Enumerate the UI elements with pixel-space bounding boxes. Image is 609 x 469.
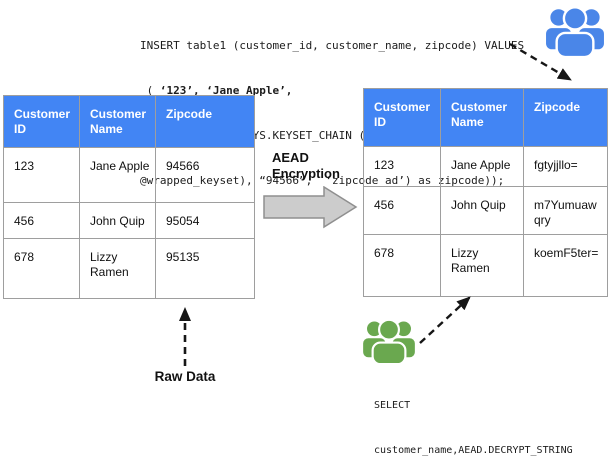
- code-text: INSERT table1 (customer_id, customer_nam…: [140, 39, 525, 52]
- raw-data-table: Customer ID Customer Name Zipcode 123 Ja…: [3, 95, 255, 299]
- code-text: (: [140, 84, 160, 97]
- table-cell: 95135: [155, 238, 255, 299]
- table-cell: John Quip: [79, 202, 156, 239]
- table-cell: fgtyjjllo=: [523, 146, 608, 187]
- table-cell: 678: [3, 238, 80, 299]
- code-line: INSERT table1 (customer_id, customer_nam…: [140, 38, 524, 53]
- table-cell: Lizzy Ramen: [440, 234, 524, 297]
- table-cell: Lizzy Ramen: [79, 238, 156, 299]
- table-cell: 456: [363, 186, 441, 235]
- column-header: Zipcode: [155, 95, 255, 148]
- table-cell: 123: [363, 146, 441, 187]
- code-line: SELECT: [374, 398, 573, 413]
- aead-encryption-label: AEAD Encryption: [272, 150, 340, 181]
- column-header: Customer Name: [440, 88, 524, 147]
- table-cell: Jane Apple: [79, 147, 156, 203]
- table-cell: Jane Apple: [440, 146, 524, 187]
- code-line: customer_name,AEAD.DECRYPT_STRING: [374, 443, 573, 458]
- users-group-blue-icon: [546, 6, 604, 58]
- table-cell: m7Yumuawqry: [523, 186, 608, 235]
- table-cell: 95054: [155, 202, 255, 239]
- table-header-row: Customer ID Customer Name Zipcode: [363, 88, 608, 147]
- encrypted-data-table: Customer ID Customer Name Zipcode 123 Ja…: [363, 88, 608, 297]
- table-cell: 678: [363, 234, 441, 297]
- table-cell: 123: [3, 147, 80, 203]
- select-sql-code: SELECT customer_name,AEAD.DECRYPT_STRING…: [374, 368, 573, 469]
- code-line: ( ‘123’, ‘Jane Apple’,: [140, 83, 524, 98]
- encryption-arrow: [263, 186, 358, 229]
- table-header-row: Customer ID Customer Name Zipcode: [3, 95, 255, 148]
- table-row: 456 John Quip 95054: [3, 202, 255, 239]
- column-header: Customer ID: [3, 95, 80, 148]
- code-text: customer_name,AEAD.DECRYPT_STRING: [374, 445, 573, 456]
- users-group-green-icon: [363, 318, 415, 365]
- table-cell: koemF5ter=: [523, 234, 608, 297]
- table-row: 123 Jane Apple fgtyjjllo=: [363, 146, 608, 187]
- column-header: Customer Name: [79, 95, 156, 148]
- table-row: 123 Jane Apple 94566: [3, 147, 255, 203]
- table-cell: 94566: [155, 147, 255, 203]
- table-cell: 456: [3, 202, 80, 239]
- column-header: Zipcode: [523, 88, 608, 147]
- raw-data-label: Raw Data: [154, 369, 216, 384]
- table-row: 678 Lizzy Ramen koemF5ter=: [363, 234, 608, 297]
- table-row: 678 Lizzy Ramen 95135: [3, 238, 255, 299]
- column-header: Customer ID: [363, 88, 441, 147]
- code-text-bold: ‘123’, ‘Jane Apple’,: [159, 84, 293, 97]
- code-text: SELECT: [374, 400, 411, 411]
- dashed-arrow-select-to-table: [419, 296, 471, 344]
- table-row: 456 John Quip m7Yumuawqry: [363, 186, 608, 235]
- table-cell: John Quip: [440, 186, 524, 235]
